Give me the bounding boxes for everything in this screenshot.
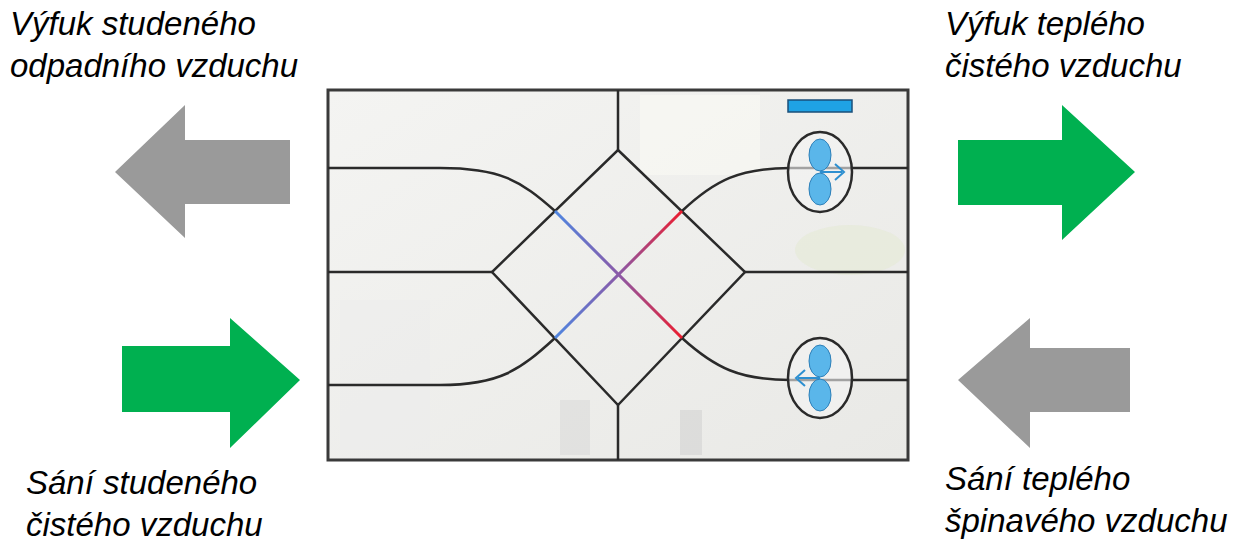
exhaust-arrow — [115, 105, 290, 238]
photo-backdrop — [340, 95, 905, 455]
exchanger-plates — [555, 211, 682, 338]
corner-label: Výfuk teplého čistého vzduchu — [945, 3, 1245, 87]
unit-frame — [328, 90, 908, 460]
corner-label: Sání teplého špinavého vzduchu — [945, 458, 1245, 542]
supply-fan — [788, 132, 852, 212]
duct-lines — [328, 90, 908, 460]
indicator-bar — [788, 100, 852, 112]
unit-background — [328, 90, 908, 460]
intake-arrow — [122, 318, 300, 448]
extract-fan — [788, 338, 852, 418]
corner-label: Výfuk studeného odpadního vzduchu — [10, 3, 310, 87]
corner-label: Sání studeného čistého vzduchu — [26, 462, 326, 543]
extract-arrow — [958, 318, 1130, 448]
supply-arrow — [958, 105, 1135, 240]
